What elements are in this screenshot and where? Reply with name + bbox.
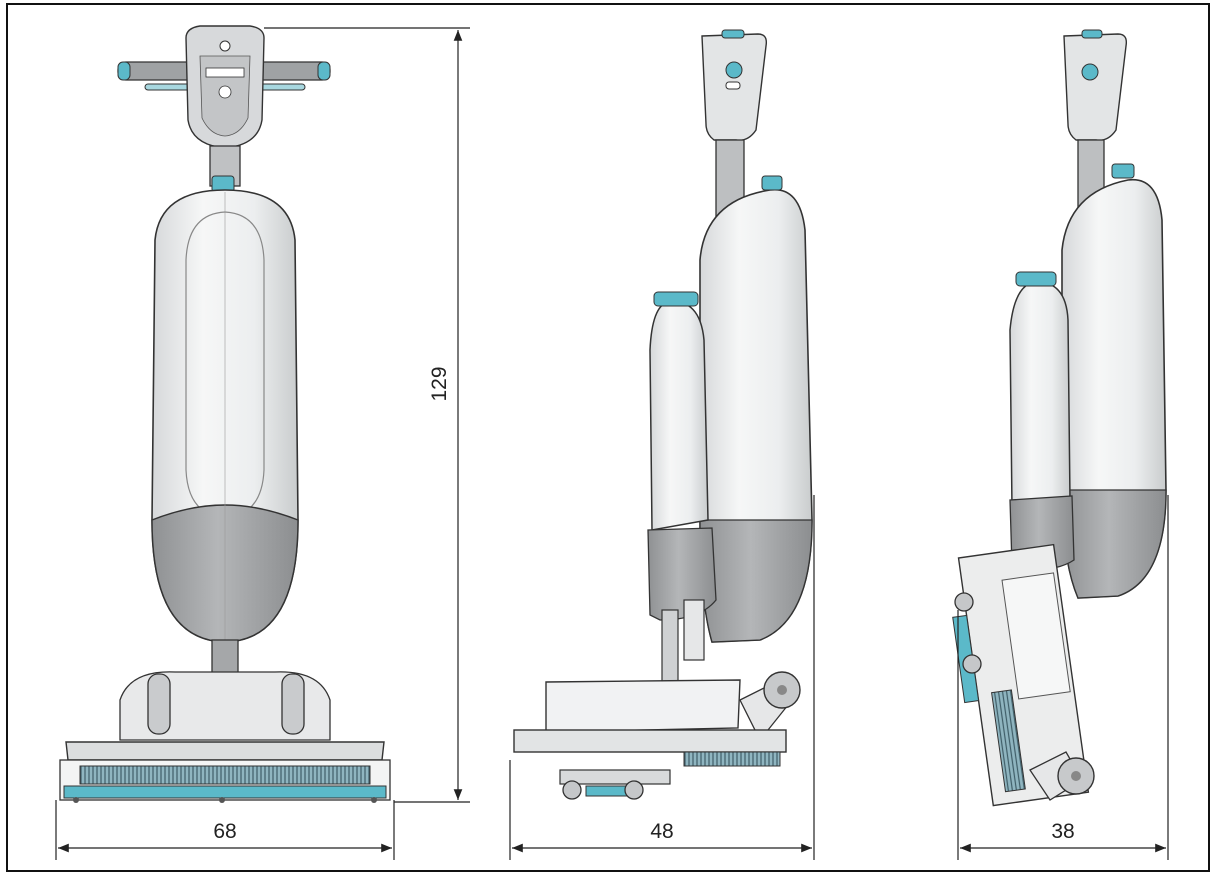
- side-view: [513, 29, 813, 800]
- front-handle: [117, 25, 331, 149]
- folded-front-tank: [1009, 281, 1071, 509]
- height-label: 129: [428, 366, 451, 401]
- front-wheel-right-icon: [281, 673, 305, 735]
- folded-small-wheel-icon: [954, 592, 974, 612]
- front-brush-icon: [79, 765, 371, 785]
- side-width-label: 48: [650, 820, 673, 843]
- folded-brush-icon: [991, 689, 1026, 793]
- side-knob-icon: [725, 61, 743, 79]
- folded-width-label: 38: [1051, 820, 1074, 843]
- front-view: [59, 25, 391, 803]
- side-front-tank: [649, 300, 709, 531]
- folded-view: [952, 29, 1167, 807]
- front-width-label: 68: [213, 820, 236, 843]
- folded-knob-icon: [1081, 63, 1099, 81]
- side-brush-icon: [683, 751, 781, 767]
- front-wheel-left-icon: [147, 673, 171, 735]
- dimension-lines: [55, 27, 1169, 860]
- side-front-wheel-icon: [562, 780, 582, 800]
